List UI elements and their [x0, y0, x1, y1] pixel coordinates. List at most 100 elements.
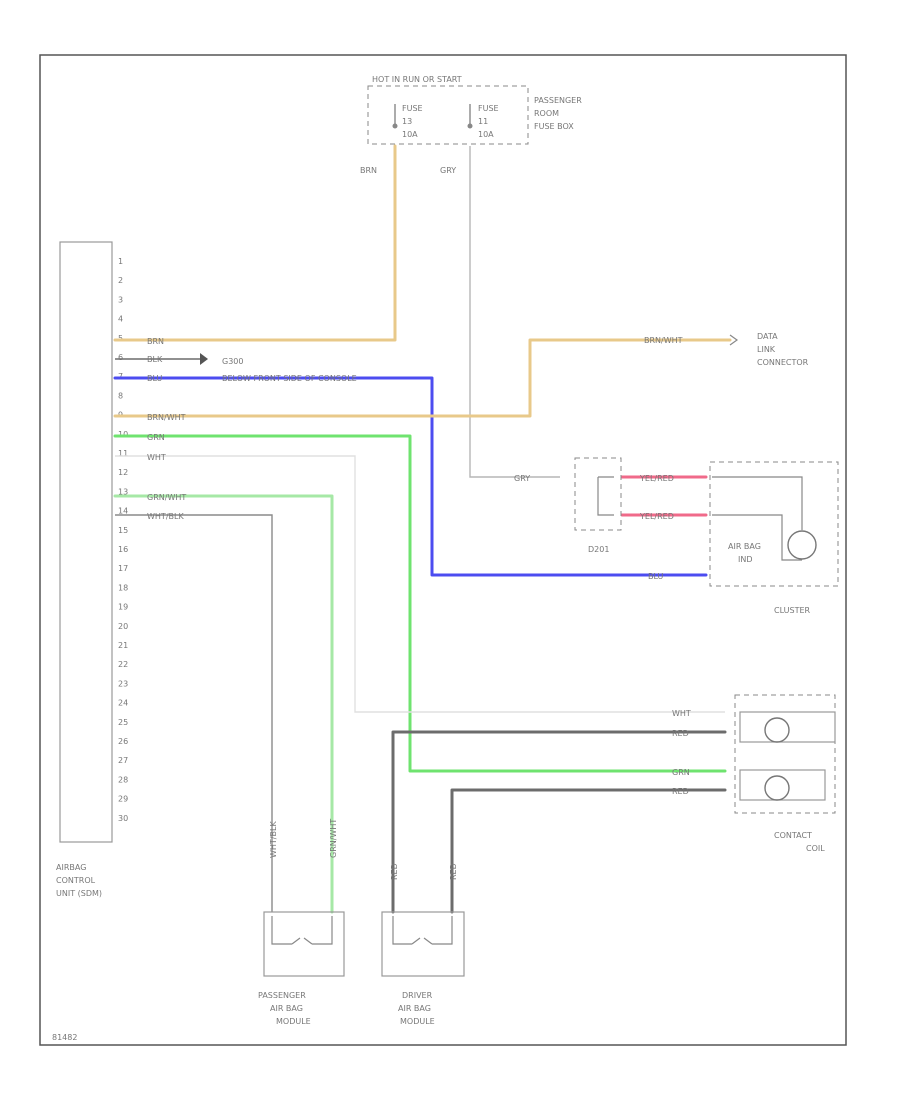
- airbag-lamp-icon: [787, 530, 817, 560]
- fuse-box: HOT IN RUN OR START FUSE 13 10A FUSE 11 …: [360, 75, 582, 175]
- pin-label-14: 14: [118, 507, 128, 516]
- pin-label-26: 26: [118, 737, 128, 746]
- pin-label-24: 24: [118, 699, 128, 708]
- coil-icon-top: [764, 717, 790, 743]
- diode-icon: [597, 476, 614, 516]
- wire-brn-fuse: [113, 144, 397, 342]
- ground-g300: G300 BELOW FRONT SIDE OF CONSOLE: [200, 353, 357, 383]
- fuse-box-title: HOT IN RUN OR START: [372, 75, 462, 84]
- control-unit-label-3: UNIT (SDM): [56, 889, 102, 898]
- pin-label-19: 19: [118, 603, 128, 612]
- fuse-wire2-label: GRY: [440, 166, 456, 175]
- data-link-label-1: DATA: [757, 332, 778, 341]
- pin-label-1: 1: [118, 257, 123, 266]
- pass-label-2: AIR BAG: [270, 1004, 303, 1013]
- footer-code: 81482: [52, 1033, 77, 1042]
- pin13-wire: GRN/WHT: [147, 493, 186, 502]
- wire-red-2: [450, 788, 727, 914]
- pin-label-group: 1234567891011121314151617181920212223242…: [118, 257, 128, 823]
- drv-label-1: DRIVER: [402, 991, 433, 1000]
- data-link-label-2: LINK: [757, 345, 776, 354]
- wire-wht: [115, 455, 725, 713]
- coil-icon-bottom: [764, 775, 790, 801]
- fuse2-line3: 10A: [478, 130, 494, 139]
- pin-label-16: 16: [118, 545, 128, 554]
- pin-label-11: 11: [118, 449, 128, 458]
- control-unit: 1234567891011121314151617181920212223242…: [56, 241, 128, 898]
- cluster-internal-wire: [712, 476, 803, 561]
- pin6-wire: BLK: [147, 355, 163, 364]
- cluster: AIR BAG IND BLU CLUSTER: [648, 461, 839, 615]
- fuse-box-location-2: ROOM: [534, 109, 559, 118]
- yel-red-1-label: YEL/RED: [639, 474, 674, 483]
- data-link-label-3: CONNECTOR: [757, 358, 809, 367]
- pass-label-1: PASSENGER: [258, 991, 306, 1000]
- diode-d201: GRY D201 YEL/RED YEL/RED: [514, 457, 674, 554]
- drv-label-2: AIR BAG: [398, 1004, 431, 1013]
- wires: [113, 144, 732, 914]
- pin-label-22: 22: [118, 660, 128, 669]
- d201-feed-wire: GRY: [514, 474, 530, 483]
- pin9-wire: BRN/WHT: [147, 413, 186, 422]
- pin5-wire: BRN: [147, 337, 164, 346]
- fuse1-line1: FUSE: [402, 104, 423, 113]
- coil-red1-label: RED: [672, 729, 689, 738]
- blu-note: BELOW FRONT SIDE OF CONSOLE: [222, 374, 357, 383]
- coil-grn-label: GRN: [672, 768, 690, 777]
- pin-label-6: 6: [118, 353, 123, 362]
- pin7-wire: BLU: [147, 374, 163, 383]
- diagram-border: [39, 54, 847, 1046]
- lamp-label-2: IND: [738, 555, 753, 564]
- wire-grn: [113, 434, 727, 773]
- drv-right-wire: RED: [449, 863, 458, 880]
- pin11-wire: WHT: [147, 453, 166, 462]
- passenger-airbag-module: WHT/BLK GRN/WHT PASSENGER AIR BAG MODULE: [258, 819, 345, 1026]
- pin-label-28: 28: [118, 775, 128, 784]
- pin14-wire: WHT/BLK: [147, 512, 184, 521]
- wire-brn-wht: [113, 338, 732, 418]
- fuse2-line1: FUSE: [478, 104, 499, 113]
- control-unit-label-1: AIRBAG: [56, 863, 86, 872]
- pin-label-27: 27: [118, 756, 128, 765]
- ground-icon: [200, 353, 208, 365]
- pin-label-4: 4: [118, 315, 123, 324]
- ground-label: G300: [222, 357, 243, 366]
- cluster-blu-wire: BLU: [648, 572, 664, 581]
- wire-grn-wht: [113, 494, 334, 914]
- contact-coil-label-1: CONTACT: [774, 831, 812, 840]
- pin-label-5: 5: [118, 334, 123, 343]
- pin-label-15: 15: [118, 526, 128, 535]
- pin-wire-labels: BRN BLK BLU BRN/WHT GRN WHT GRN/WHT WHT/…: [147, 337, 186, 521]
- drv-squib-icon: [392, 916, 453, 945]
- cluster-label: CLUSTER: [774, 606, 811, 615]
- wire-red-1: [391, 730, 727, 914]
- pass-right-wire: GRN/WHT: [329, 819, 338, 858]
- pass-squib-icon: [271, 916, 333, 945]
- wire-gry-fuse: [469, 146, 560, 478]
- pin10-wire: GRN: [147, 433, 165, 442]
- contact-coil: WHT RED GRN RED CONTACT COIL: [672, 694, 836, 853]
- pin-label-29: 29: [118, 795, 128, 804]
- pin-label-30: 30: [118, 814, 128, 823]
- data-link-connector: BRN/WHT DATA LINK CONNECTOR: [644, 332, 809, 367]
- coil-red2-label: RED: [672, 787, 689, 796]
- pin-label-2: 2: [118, 276, 123, 285]
- pin-label-20: 20: [118, 622, 128, 631]
- fuse2-line2: 11: [478, 117, 488, 126]
- pin-label-12: 12: [118, 468, 128, 477]
- connector-arrow-icon: [729, 334, 739, 346]
- d201-label: D201: [588, 545, 609, 554]
- fuse-box-location-1: PASSENGER: [534, 96, 582, 105]
- pin-label-13: 13: [118, 487, 128, 496]
- control-unit-label-2: CONTROL: [56, 876, 96, 885]
- pin-label-3: 3: [118, 295, 123, 304]
- pin-label-25: 25: [118, 718, 128, 727]
- fuse-wire1-label: BRN: [360, 166, 377, 175]
- yel-red-2-label: YEL/RED: [639, 512, 674, 521]
- pass-label-3: MODULE: [276, 1017, 311, 1026]
- pin-label-18: 18: [118, 583, 128, 592]
- drv-label-3: MODULE: [400, 1017, 435, 1026]
- pass-left-wire: WHT/BLK: [269, 821, 278, 858]
- data-link-wire: BRN/WHT: [644, 336, 683, 345]
